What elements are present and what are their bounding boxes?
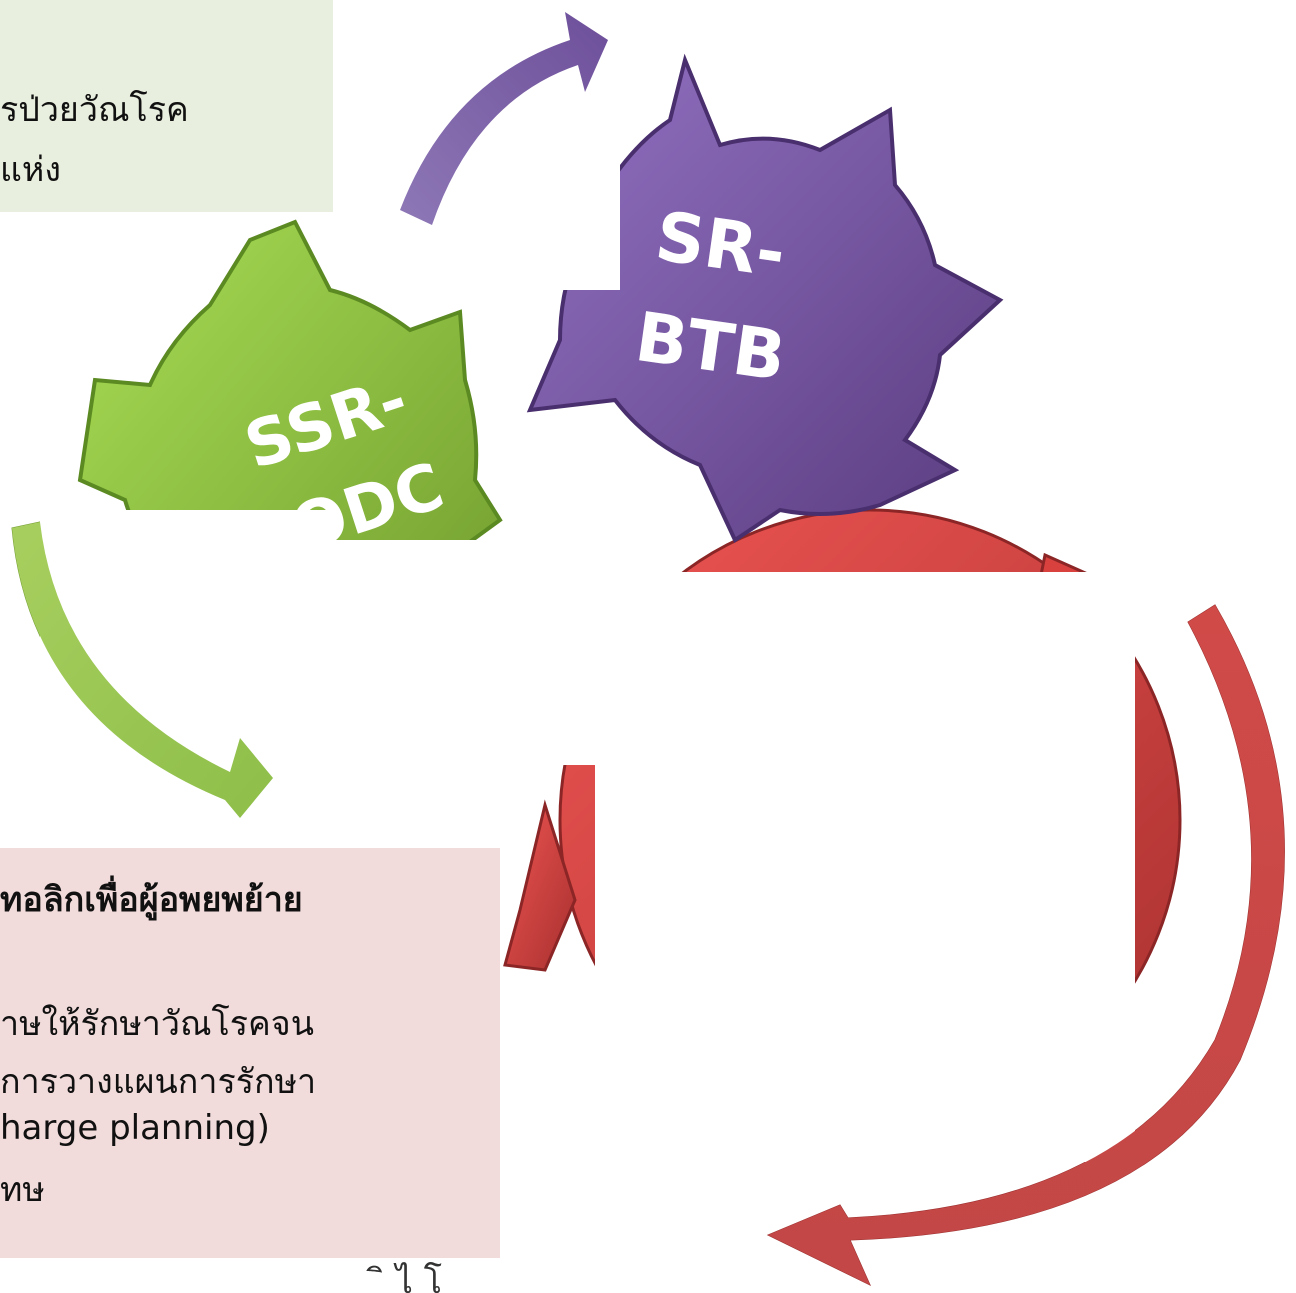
bottom-box-line5: ทษ — [0, 1170, 45, 1210]
bottom-box-line1: ทอลิกเพื่อผู้อพยพย้าย — [0, 880, 303, 920]
top-info-box: รป่วยวัณโรค แห่ง — [0, 0, 333, 212]
white-panel-7 — [500, 975, 595, 1265]
white-panel-5 — [333, 540, 595, 765]
top-box-line2: แห่ง — [0, 150, 61, 190]
top-box-line1: รป่วยวัณโรค — [0, 90, 189, 130]
white-panel-6 — [40, 510, 333, 848]
bottom-info-box: ทอลิกเพื่อผู้อพยพย้าย าษให้รักษาวัณโรคจน… — [0, 848, 500, 1258]
white-panel-3 — [595, 572, 1296, 602]
bottom-box-line3: การวางแผนการรักษา — [0, 1062, 317, 1102]
purple-gear: SR- BTB — [526, 53, 1004, 543]
white-panel-2 — [458, 0, 620, 290]
white-panel-4 — [595, 602, 1135, 1162]
white-panel-1 — [333, 0, 458, 230]
bottom-box-line2: าษให้รักษาวัณโรคจน — [0, 1004, 314, 1044]
purple-gear-label-line1: SR- — [651, 197, 790, 293]
bottom-box-line4: harge planning) — [0, 1108, 270, 1148]
